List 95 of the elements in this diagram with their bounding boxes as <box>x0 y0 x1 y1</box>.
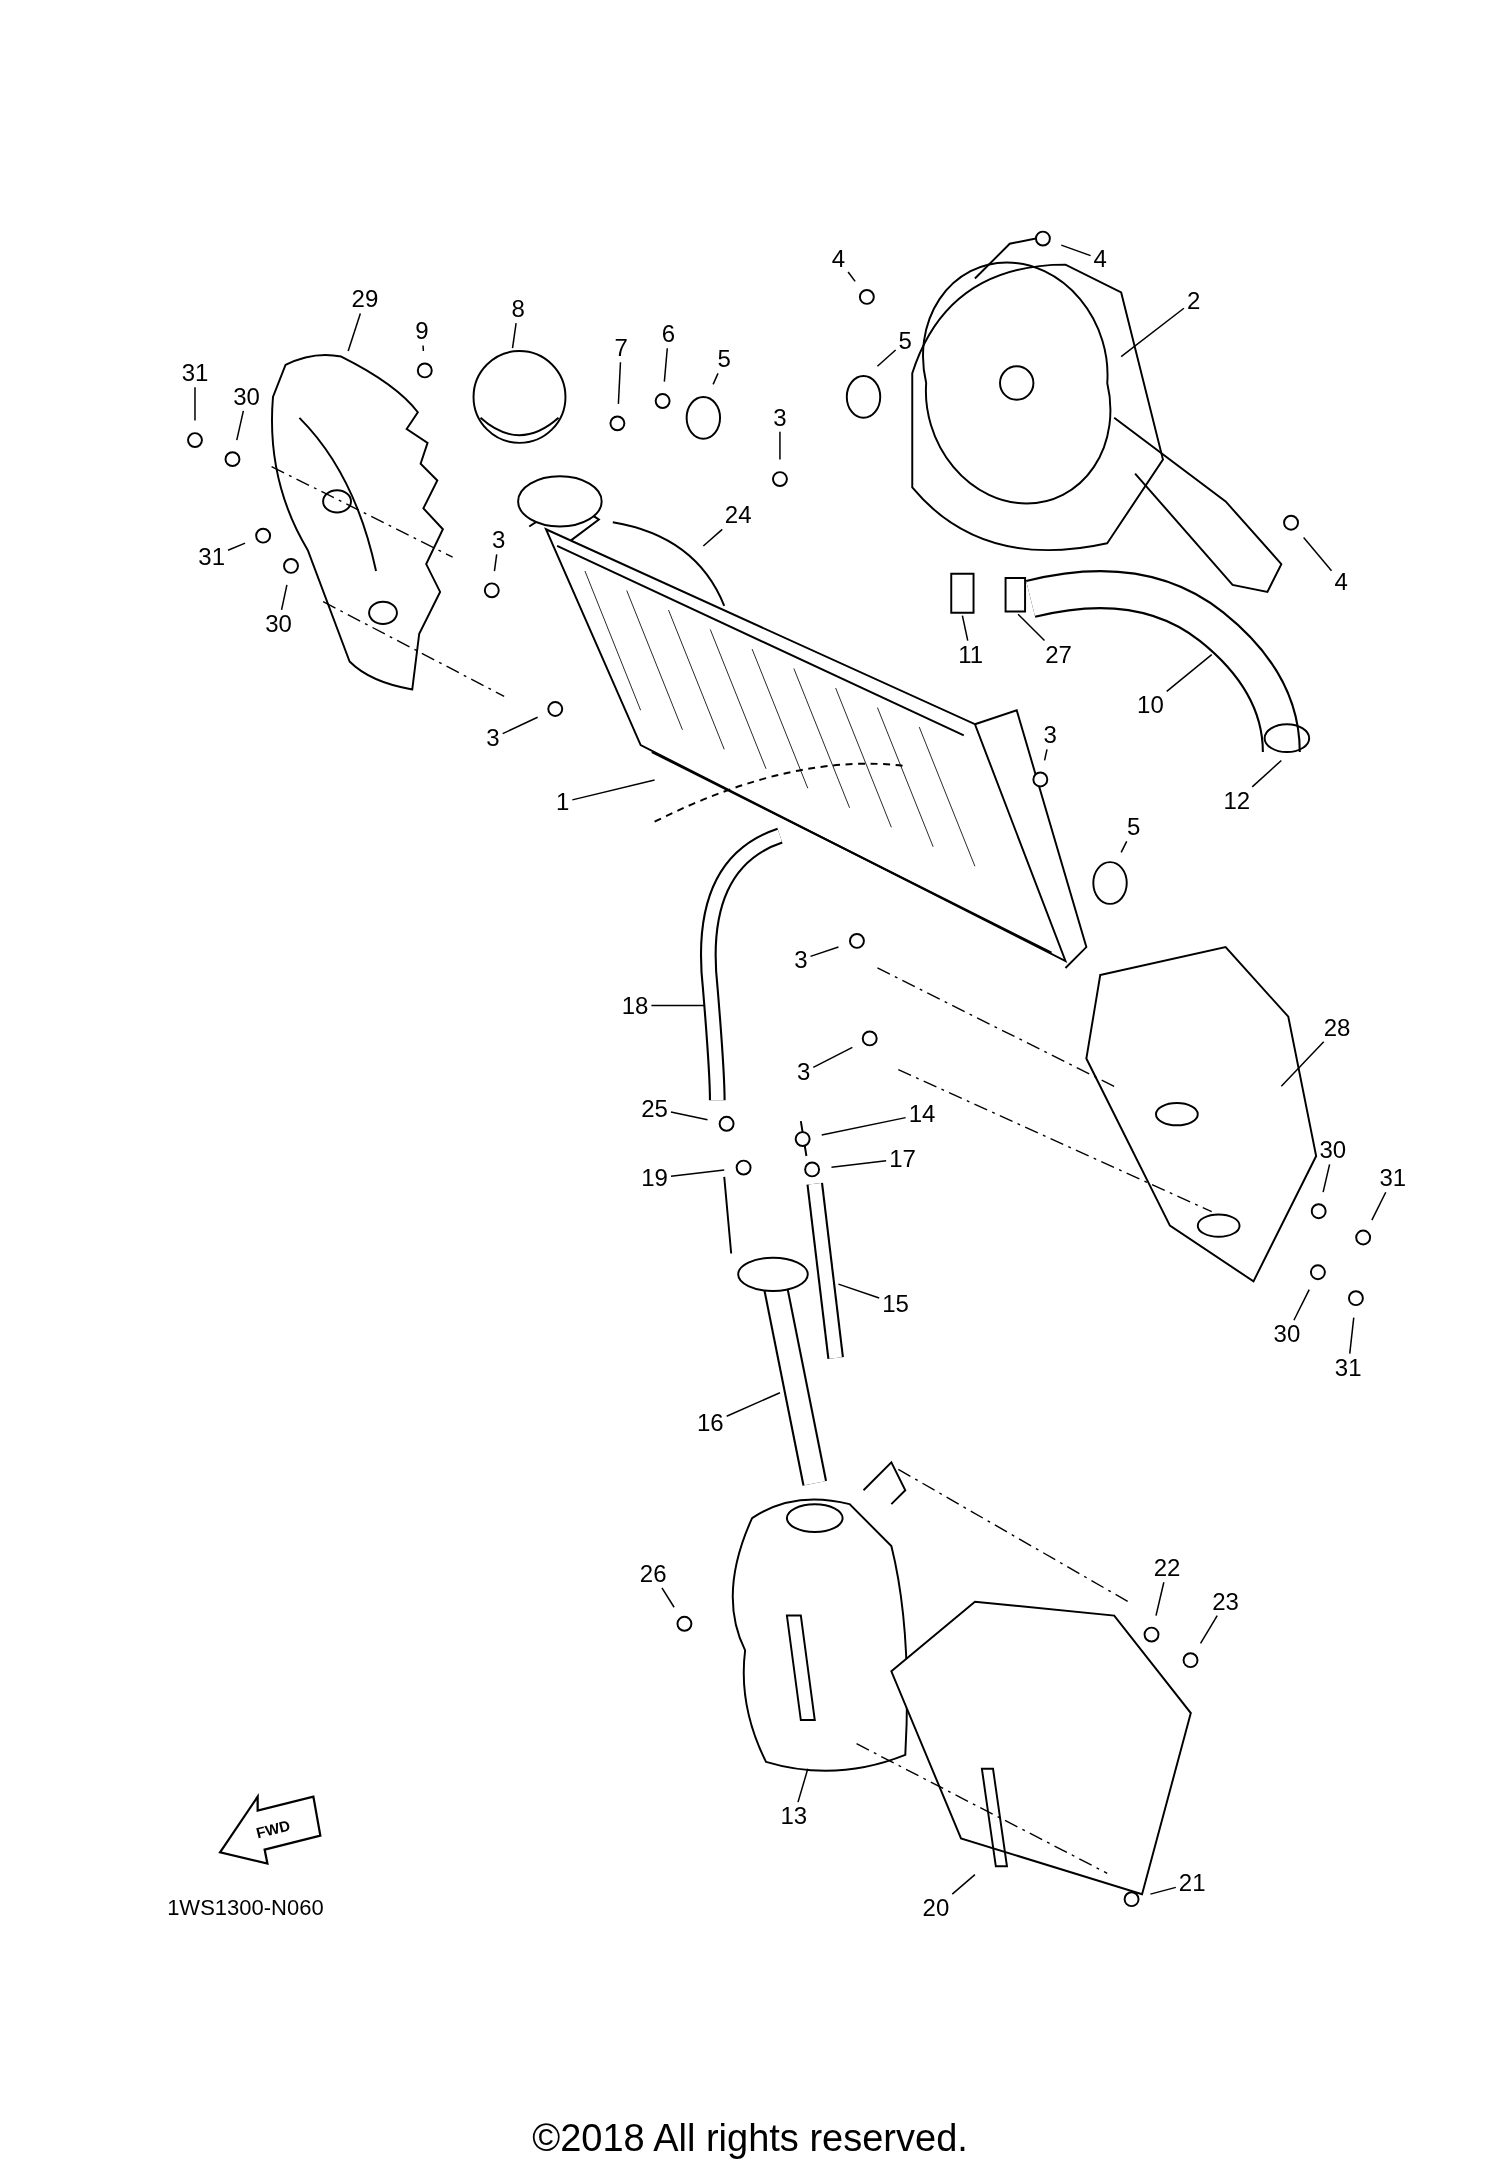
callout-number: 6 <box>659 321 678 348</box>
leader-line <box>1371 1191 1387 1221</box>
callout-number: 11 <box>956 641 986 668</box>
callout-number: 30 <box>263 610 294 637</box>
leader-line <box>571 779 656 801</box>
leader-line <box>797 1768 809 1803</box>
callout-number: 2 <box>1184 287 1203 314</box>
callout-number: 3 <box>484 725 502 752</box>
leader-line <box>280 584 288 611</box>
callout-number: 13 <box>778 1803 810 1830</box>
leader-line <box>347 312 362 352</box>
leader-line <box>876 349 897 368</box>
leader-line <box>650 1004 706 1007</box>
leader-line <box>961 614 969 642</box>
leader-line <box>837 1283 880 1299</box>
leader-line <box>1060 244 1092 257</box>
callout-number: 5 <box>1125 814 1143 841</box>
callout-number: 31 <box>179 360 211 387</box>
leader-line <box>661 1587 675 1608</box>
leader-line <box>702 528 723 547</box>
leader-line <box>1251 759 1283 788</box>
callout-number: 3 <box>1041 722 1059 749</box>
leader-line <box>194 386 196 422</box>
callout-number: 10 <box>1135 691 1166 718</box>
leader-line <box>670 1111 709 1121</box>
callout-number: 29 <box>349 286 381 313</box>
leader-line <box>812 1046 854 1069</box>
callout-number: 16 <box>694 1410 726 1437</box>
leader-line <box>1043 748 1048 762</box>
leader-line <box>1166 653 1213 693</box>
leader-line <box>725 1392 781 1417</box>
callout-number: 31 <box>1377 1165 1409 1192</box>
callout-number: 21 <box>1176 1870 1208 1896</box>
diagram-code: 1WS1300-N060 <box>167 1895 324 1922</box>
leader-line <box>670 1169 725 1178</box>
leader-line <box>821 1116 907 1136</box>
callout-number: 3 <box>489 527 508 554</box>
callout-number: 30 <box>1317 1137 1349 1164</box>
callout-number: 3 <box>771 404 789 431</box>
leader-line <box>663 347 669 383</box>
callout-number: 4 <box>1091 246 1109 273</box>
callout-number: 30 <box>1271 1321 1303 1348</box>
leader-line <box>617 361 622 405</box>
leader-line <box>501 716 539 735</box>
callout-number: 23 <box>1210 1588 1241 1615</box>
leader-line <box>830 1159 887 1168</box>
leader-line <box>1349 1316 1355 1355</box>
leader-line <box>227 542 246 552</box>
callout-number: 26 <box>637 1560 669 1587</box>
leader-line <box>1149 1886 1177 1895</box>
callout-number: 3 <box>794 1059 813 1086</box>
callout-number: 14 <box>906 1101 938 1128</box>
callout-number: 25 <box>639 1095 670 1122</box>
leader-line <box>1293 1288 1310 1321</box>
callout-number: 15 <box>880 1290 911 1317</box>
callout-number: 4 <box>829 246 848 273</box>
leader-line <box>1155 1581 1165 1617</box>
callout-number: 31 <box>1332 1354 1364 1381</box>
callout-number: 19 <box>639 1165 670 1192</box>
leader-line <box>779 431 781 461</box>
leader-line <box>1199 1614 1218 1645</box>
leader-line <box>1280 1041 1325 1088</box>
callout-number: 4 <box>1332 569 1350 596</box>
callout-number: 18 <box>619 992 651 1019</box>
direction-label: FWD <box>254 1816 292 1842</box>
leader-line <box>847 271 856 283</box>
callout-number: 5 <box>896 328 914 355</box>
callout-number: 20 <box>920 1895 952 1922</box>
leader-line <box>809 946 840 958</box>
callout-number: 3 <box>792 946 810 973</box>
leader-line <box>1120 840 1128 854</box>
callout-number: 1 <box>554 789 572 816</box>
leader-line <box>1120 307 1185 358</box>
callout-number: 7 <box>612 335 630 362</box>
callout-number: 9 <box>413 318 431 345</box>
leader-line <box>951 1873 976 1895</box>
leader-line <box>1302 536 1333 572</box>
callout-number: 30 <box>231 383 262 410</box>
callout-number: 17 <box>887 1145 918 1172</box>
leader-line <box>236 410 245 441</box>
callout-number: 22 <box>1151 1555 1183 1582</box>
leader-line <box>422 344 425 352</box>
leader-line <box>1017 613 1046 642</box>
leader-line <box>493 553 498 572</box>
leader-line <box>1322 1163 1331 1193</box>
callout-number: 27 <box>1043 641 1074 668</box>
leader-line <box>712 372 719 386</box>
callout-number: 8 <box>509 296 527 323</box>
callout-number: 31 <box>196 544 228 571</box>
copyright-note: ©2018 All rights reserved. <box>532 2116 968 2160</box>
leader-line <box>511 322 517 349</box>
callout-number: 24 <box>722 502 754 529</box>
callout-number: 5 <box>715 346 733 373</box>
callout-number: 28 <box>1321 1014 1353 1041</box>
callout-number: 12 <box>1221 787 1253 814</box>
